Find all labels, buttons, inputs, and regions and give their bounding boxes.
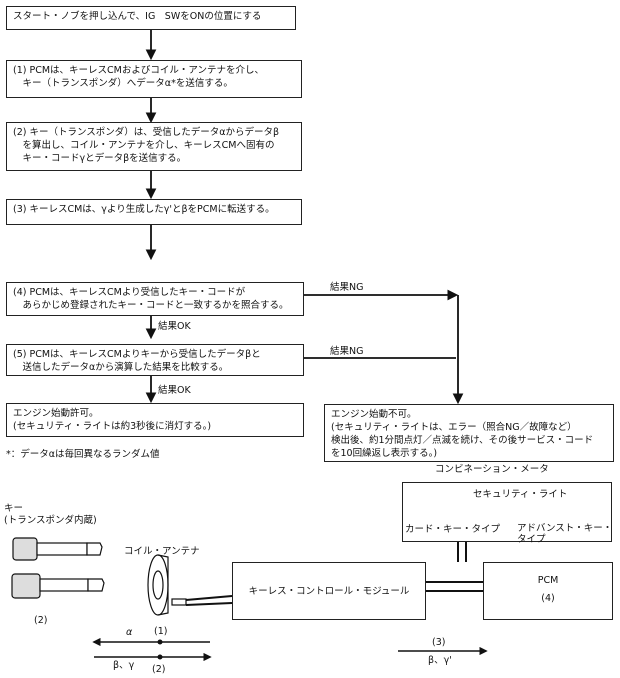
advanced-key-type-label-1: アドバンスト・キー・ (517, 523, 613, 534)
result-ng-label-2: 結果NG (330, 346, 364, 357)
keyless-control-module-box: キーレス・コントロール・モジュール (232, 562, 426, 620)
flow-step-4: (4) PCMは、キーレスCMより受信したキー・コードが あらかじめ登録されたキ… (6, 282, 304, 316)
combination-meter-label: コンビネーション・メータ (435, 464, 549, 475)
result-ok-label-1: 結果OK (158, 321, 191, 332)
card-key-type-label: カード・キー・タイプ (405, 524, 501, 535)
key-label-2: (トランスポンダ内蔵) (4, 515, 97, 526)
key-illustration (11, 537, 105, 599)
flow-step-1: (1) PCMは、キーレスCMおよびコイル・アンテナを介し、 キー（トランスポン… (6, 60, 302, 98)
signal-alpha-label: α (126, 627, 133, 638)
flow-step-3: (3) キーレスCMは、γより生成したγ'とβをPCMに転送する。 (6, 199, 302, 225)
advanced-key-type-label-2: タイプ (517, 534, 546, 545)
key-num-label: (2) (34, 615, 48, 626)
ok-result-box: エンジン始動許可。 (セキュリティ・ライトは約3秒後に消灯する。) (6, 403, 304, 437)
result-ok-label-2: 結果OK (158, 385, 191, 396)
footnote: *：データαは毎回異なるランダム値 (6, 449, 160, 460)
combination-meter-box: セキュリティ・ライト カード・キー・タイプ アドバンスト・キー・ タイプ (402, 482, 613, 545)
coil-illustration (147, 554, 187, 616)
signal-2-label: (2) (152, 664, 166, 675)
ng-result-box: エンジン始動不可。 (セキュリティ・ライトは、エラー（照合NG／故障など） 検出… (324, 404, 614, 462)
key-label-1: キー (4, 503, 24, 514)
signal-beta-gamma-label: β、γ (113, 660, 135, 671)
signal-1-label: (1) (154, 626, 168, 637)
security-light-label: セキュリティ・ライト (473, 489, 568, 500)
flow-step-2: (2) キー（トランスポンダ）は、受信したデータαからデータβ を算出し、コイル… (6, 122, 302, 171)
pcm-label: PCM (537, 575, 559, 586)
pcm-box: PCM (4) (483, 562, 613, 620)
flow-step-5: (5) PCMは、キーレスCMよりキーから受信したデータβと 送信したデータαか… (6, 344, 304, 376)
signal-3-label: (3) (432, 637, 446, 648)
signal-3-symbol-label: β、γ' (428, 655, 452, 666)
pcm-num-label: (4) (541, 593, 555, 604)
result-ng-label-1: 結果NG (330, 282, 364, 293)
coil-antenna-label: コイル・アンテナ (124, 546, 200, 557)
keyless-module-label: キーレス・コントロール・モジュール (248, 585, 410, 597)
flow-step-start: スタート・ノブを押し込んで、IG SWをONの位置にする (6, 6, 296, 30)
